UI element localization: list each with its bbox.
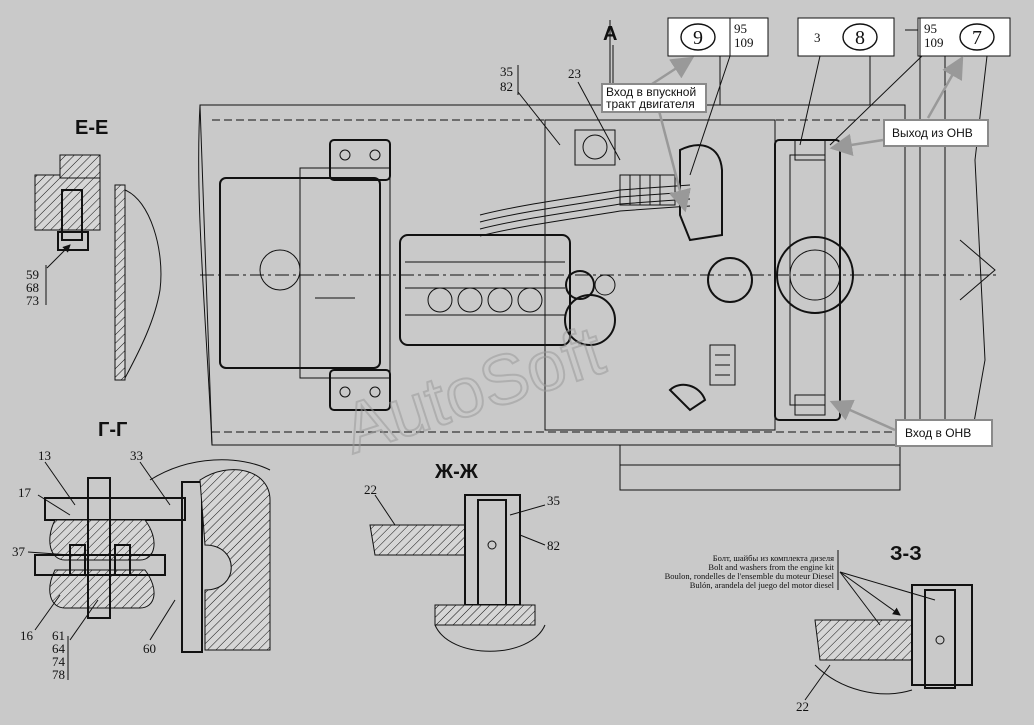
gg-ref-1: 61 <box>52 628 65 643</box>
frame-9-ref1: 95 <box>734 21 747 36</box>
main-plan-view <box>198 19 1000 491</box>
gg-ref-4: 78 <box>52 667 65 682</box>
section-e-e-title: Е-Е <box>75 117 108 139</box>
gg-label-60: 60 <box>143 641 156 656</box>
gg-ref-3: 74 <box>52 654 66 669</box>
reference-frame-9: 9 95 109 <box>667 17 769 57</box>
gg-label-33: 33 <box>130 448 143 463</box>
callout-onv-in: Вход в ОНВ <box>895 419 993 447</box>
label-35: 35 <box>500 64 513 79</box>
callout-intake-line1: Вход в впускной <box>606 85 696 99</box>
frame-8-number: 8 <box>855 27 865 49</box>
gg-label-13: 13 <box>38 448 51 463</box>
gg-ref-2: 64 <box>52 641 66 656</box>
gg-label-37: 37 <box>12 544 26 559</box>
zh-label-82: 82 <box>547 538 560 553</box>
bolt-note-fr: Boulon, rondelles de l'ensemble du moteu… <box>665 571 835 581</box>
section-g-g-title: Г-Г <box>98 419 127 441</box>
bolt-note-ru: Болт, шайбы из комплекта дизеля <box>713 553 834 563</box>
frame-9-number: 9 <box>693 27 703 49</box>
bolt-note-en: Bolt and washers from the engine kit <box>708 562 834 572</box>
zh-label-35: 35 <box>547 493 560 508</box>
callout-onv-out-text: Выход из ОНВ <box>892 126 973 140</box>
gg-label-17: 17 <box>18 485 32 500</box>
label-82: 82 <box>500 79 513 94</box>
ee-ref-1: 59 <box>26 267 39 282</box>
label-23: 23 <box>568 66 581 81</box>
section-zh-zh-title: Ж-Ж <box>434 461 479 483</box>
section-zh-zh: Ж-Ж <box>369 461 546 652</box>
z-label-22: 22 <box>796 699 809 714</box>
section-z-z: З-З <box>804 543 973 701</box>
frame-9-ref2: 109 <box>734 35 754 50</box>
ee-ref-2: 68 <box>26 280 39 295</box>
section-z-z-title: З-З <box>890 543 922 565</box>
reference-frame-7: 95 109 7 <box>917 17 1011 57</box>
gg-label-16: 16 <box>20 628 34 643</box>
frame-7-number: 7 <box>972 27 982 49</box>
callout-intake: Вход в впускной тракт двигателя <box>601 83 707 113</box>
frame-8-pre: 3 <box>814 30 821 45</box>
reference-frame-8: 3 8 <box>797 17 895 57</box>
zh-label-22: 22 <box>364 482 377 497</box>
callout-onv-out: Выход из ОНВ <box>883 119 989 147</box>
callout-onv-in-text: Вход в ОНВ <box>905 426 971 440</box>
frame-7-ref1: 95 <box>924 21 937 36</box>
view-a-label: А <box>603 23 617 45</box>
section-e-e: Е-Е <box>34 117 162 381</box>
callout-intake-line2: тракт двигателя <box>606 97 695 111</box>
ee-ref-3: 73 <box>26 293 39 308</box>
bolt-note-es: Bulón, arandela del juego del motor dies… <box>690 580 835 590</box>
section-g-g: Г-Г <box>27 419 271 680</box>
frame-7-ref2: 109 <box>924 35 944 50</box>
